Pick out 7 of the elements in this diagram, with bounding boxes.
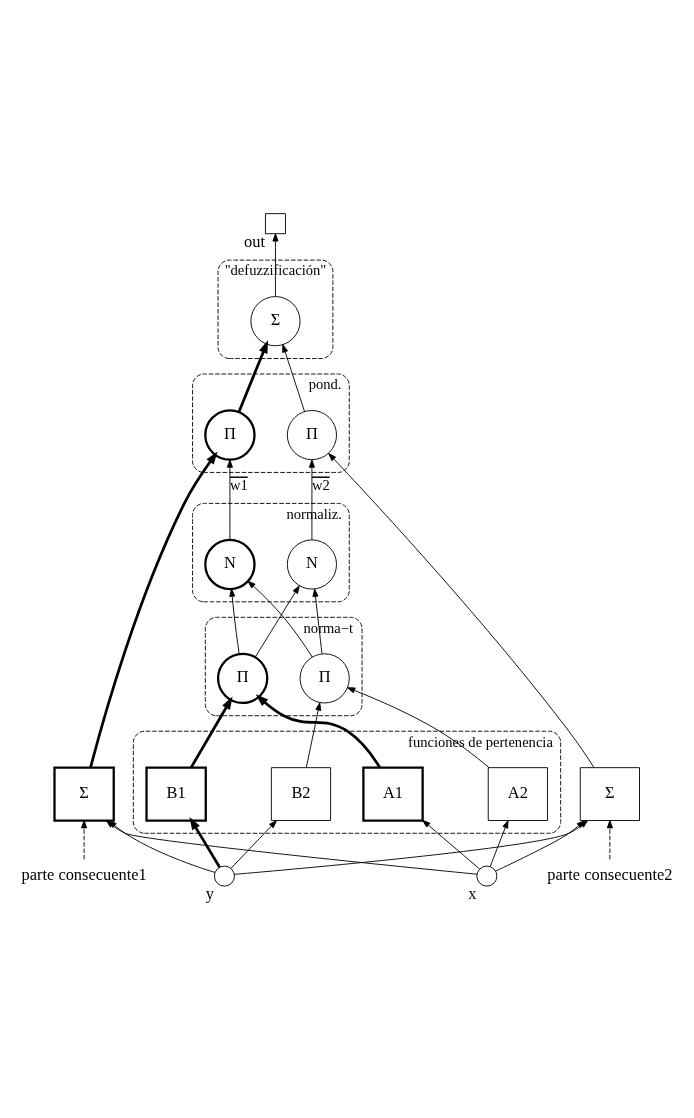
edge-label: w1 — [229, 477, 248, 494]
node-label: y — [205, 884, 214, 904]
edge-label: w2 — [311, 477, 330, 494]
node-label: out — [244, 231, 265, 251]
node-text: parte consecuente1 — [21, 865, 147, 885]
node-label: x — [468, 884, 477, 904]
node-text: parte consecuente2 — [547, 865, 673, 885]
